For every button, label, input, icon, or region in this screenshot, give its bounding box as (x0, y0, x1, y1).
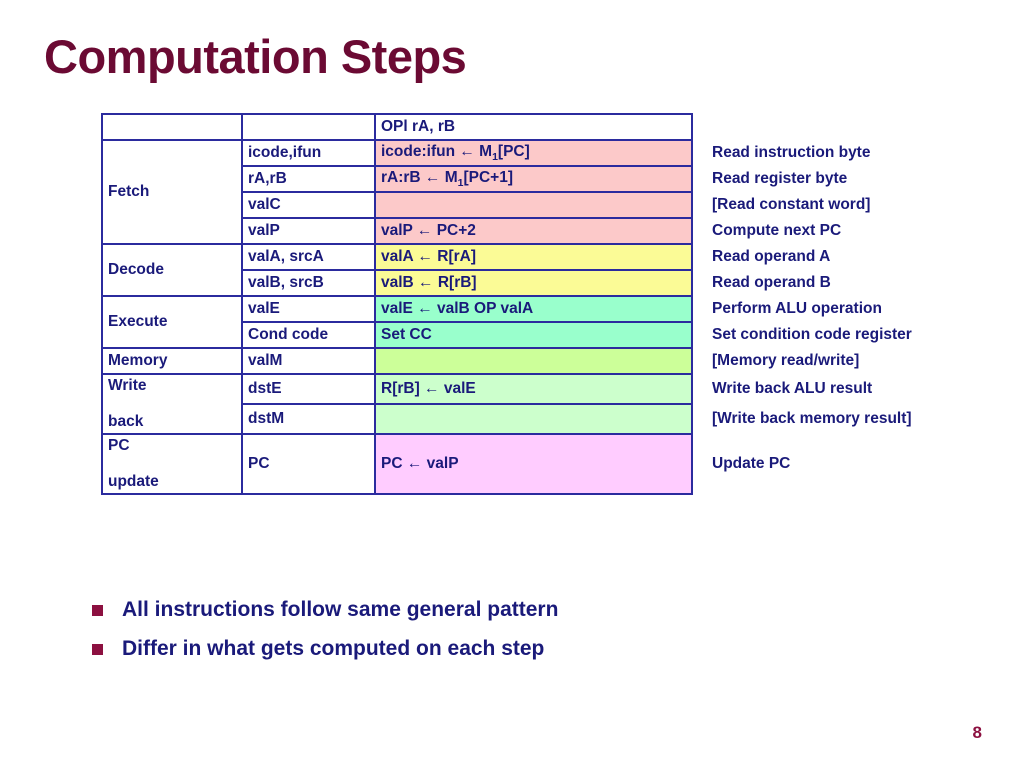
expression-cell: valP ← PC+2 (374, 217, 693, 246)
expression-cell (374, 403, 693, 435)
signal-cell: rA,rB (241, 165, 376, 194)
signal-cell: PC (241, 432, 376, 495)
stage-cell: PC update (101, 432, 243, 495)
stage-label: Decode (108, 261, 164, 279)
expression-cell: valA ← R[rA] (374, 243, 693, 272)
expression-cell: Set CC (374, 321, 693, 350)
table-row: dstM (102, 403, 693, 435)
signal-cell: valM (241, 347, 376, 376)
expression-cell (374, 191, 693, 220)
stage-label: PC (108, 436, 130, 454)
bullet-square-icon (92, 604, 103, 616)
signal-cell: valC (241, 191, 376, 220)
stage-cell: Execute (101, 295, 243, 350)
signal-cell: valA, srcA (241, 243, 376, 272)
bullet-text: All instructions follow same general pat… (122, 598, 559, 621)
expression-subscript: 1 (457, 177, 464, 190)
table-row: Memory valM (101, 347, 693, 376)
signal-cell: valP (241, 217, 376, 246)
stage-label: back (108, 413, 144, 431)
annotation-item: Update PC (712, 454, 791, 472)
signal-cell: valB, srcB (241, 269, 376, 298)
stage-cell: Decode (101, 243, 243, 298)
annotation-item: Perform ALU operation (712, 300, 882, 318)
expression-cell: rA:rB ← M1[PC+1] (374, 165, 693, 194)
expression-cell: icode:ifun ← M1[PC] (374, 138, 693, 168)
header-blank-signal (241, 113, 376, 141)
stage-label: Memory (108, 352, 168, 370)
annotation-item: Write back ALU result (712, 380, 873, 398)
bullet-list: All instructions follow same general pat… (92, 598, 558, 676)
instruction-header: OPl rA, rB (374, 113, 693, 141)
stage-cell: Fetch (101, 138, 243, 246)
stage-cell: Memory (101, 347, 243, 376)
signal-cell: dstM (241, 403, 376, 435)
page-number: 8 (972, 723, 982, 742)
signal-cell: dstE (241, 373, 376, 406)
list-item: Differ in what gets computed on each ste… (92, 637, 558, 661)
annotation-item: [Read constant word] (712, 196, 871, 214)
page-title: Computation Steps (44, 30, 467, 83)
stage-label: Execute (108, 313, 168, 331)
header-blank-stage (101, 113, 243, 141)
annotation-item: [Memory read/write] (712, 352, 860, 370)
list-item: All instructions follow same general pat… (92, 598, 558, 622)
annotation-item: Read register byte (712, 170, 848, 188)
expression-cell (374, 347, 693, 376)
stage-label: Fetch (108, 183, 150, 201)
expression-subscript: 1 (492, 151, 498, 164)
annotation-item: Read instruction byte (712, 144, 871, 162)
stage-cell: Write back (101, 373, 243, 435)
annotation-item: Read operand B (712, 274, 831, 292)
annotation-item: [Write back memory result] (712, 410, 912, 428)
stage-label: update (108, 472, 159, 490)
expression-cell: PC ← valP (374, 432, 693, 495)
expression-cell: valE ← valB OP valA (374, 295, 693, 324)
expression-cell: R[rB] ← valE (374, 373, 693, 406)
annotation-item: Read operand A (712, 248, 831, 266)
table-header-row: OPl rA, rB (101, 113, 693, 141)
bullet-text: Differ in what gets computed on each ste… (122, 637, 545, 660)
signal-cell: Cond code (241, 321, 376, 350)
expression-cell: valB ← R[rB] (374, 269, 693, 298)
bullet-square-icon (92, 643, 103, 655)
annotation-item: Set condition code register (712, 326, 912, 344)
annotation-item: Compute next PC (712, 222, 842, 240)
stage-label: Write (108, 377, 147, 395)
table-row: valC (102, 191, 693, 220)
signal-cell: icode,ifun (241, 138, 376, 168)
signal-cell: valE (241, 295, 376, 324)
